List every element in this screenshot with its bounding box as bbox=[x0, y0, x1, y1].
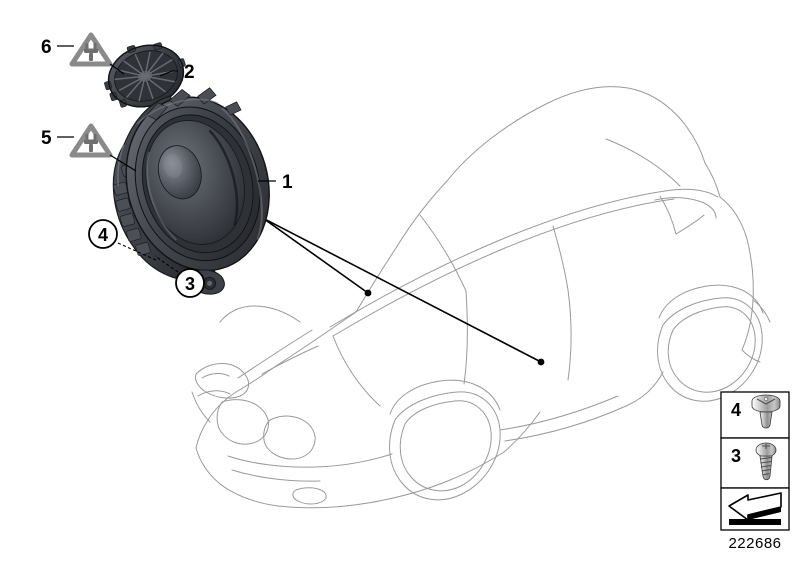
callout-2: 2 bbox=[159, 62, 195, 83]
expanding-rivet-icon bbox=[751, 394, 781, 429]
callout-4-number: 4 bbox=[98, 225, 108, 245]
part-loudspeaker-assembly bbox=[112, 87, 270, 295]
callout-2-number: 2 bbox=[184, 62, 195, 83]
callout-3-number: 3 bbox=[185, 274, 195, 294]
callout-5-number: 5 bbox=[41, 128, 52, 149]
leader-endpoint-front-door bbox=[364, 289, 372, 297]
legend-row-3 bbox=[720, 437, 790, 489]
warning-triangle-upper bbox=[69, 32, 113, 67]
diagram-id-number: 222686 bbox=[728, 535, 781, 552]
leader-lines-to-vehicle bbox=[252, 210, 545, 366]
callout-4-circle bbox=[88, 219, 118, 249]
callout-3: 3 bbox=[154, 255, 205, 298]
part-speaker-grille-cover bbox=[104, 42, 186, 108]
electrical-plug-icon-lower bbox=[84, 134, 98, 152]
warning-triangle-lower bbox=[69, 123, 113, 158]
callout-3-circle bbox=[175, 268, 205, 298]
self-tapping-screw-icon bbox=[755, 442, 777, 481]
vehicle-outline bbox=[191, 86, 771, 509]
direction-arrow-icon bbox=[728, 492, 782, 525]
leader-endpoint-rear-door bbox=[537, 358, 545, 366]
warning-symbol-5: 5 bbox=[41, 123, 137, 172]
callout-1: 1 bbox=[258, 172, 293, 193]
callout-4: 4 bbox=[88, 219, 159, 262]
callout-1-number: 1 bbox=[282, 172, 293, 193]
legend-row-3-number: 3 bbox=[731, 446, 741, 466]
warning-symbol-6: 6 bbox=[41, 32, 125, 75]
callout-6-number: 6 bbox=[41, 37, 52, 58]
legend-panel: 4 3 bbox=[720, 391, 790, 552]
electrical-plug-icon-upper bbox=[84, 43, 98, 61]
legend-row-4-number: 4 bbox=[731, 400, 741, 420]
